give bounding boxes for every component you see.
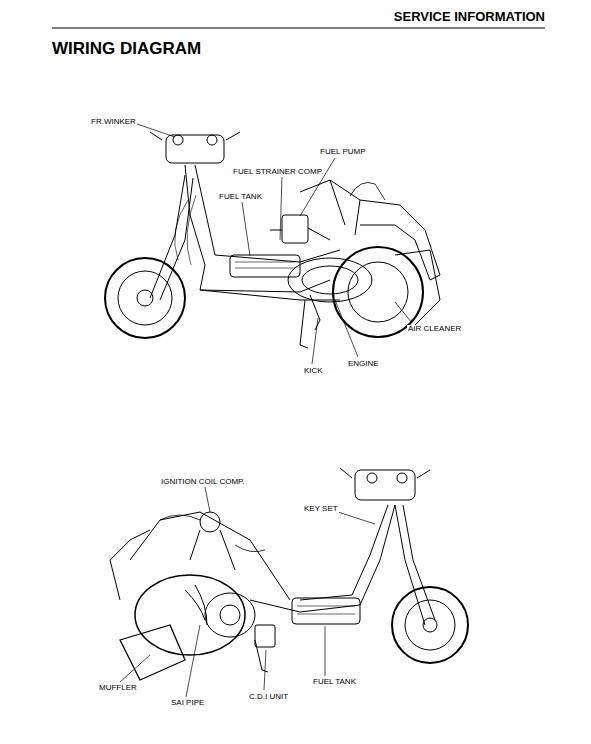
part-label: IGNITION COIL COMP.: [160, 478, 246, 486]
leader-lines: [120, 124, 412, 697]
part-label: C.D.I UNIT: [248, 693, 289, 701]
part-label: MUFFLER: [98, 684, 138, 692]
part-label: KICK: [303, 367, 324, 375]
header-text: SERVICE INFORMATION: [394, 10, 545, 23]
part-label: FUEL TANK: [218, 193, 263, 201]
page-title: WIRING DIAGRAM: [52, 40, 201, 57]
part-label: ENGINE: [347, 360, 380, 368]
part-label: AIR CLEANER: [407, 325, 462, 333]
part-label: FUEL PUMP: [319, 148, 367, 156]
scooter-top: [105, 132, 440, 348]
part-label: FR.WINKER: [90, 118, 137, 126]
part-label: FUEL STRAINER COMP.: [232, 168, 324, 176]
part-label: FUEL TANK: [312, 678, 357, 686]
part-label: SAI PIPE: [170, 699, 205, 707]
scooter-bottom: [110, 468, 468, 680]
part-label: KEY SET: [303, 505, 339, 513]
header-rule: [52, 27, 545, 28]
